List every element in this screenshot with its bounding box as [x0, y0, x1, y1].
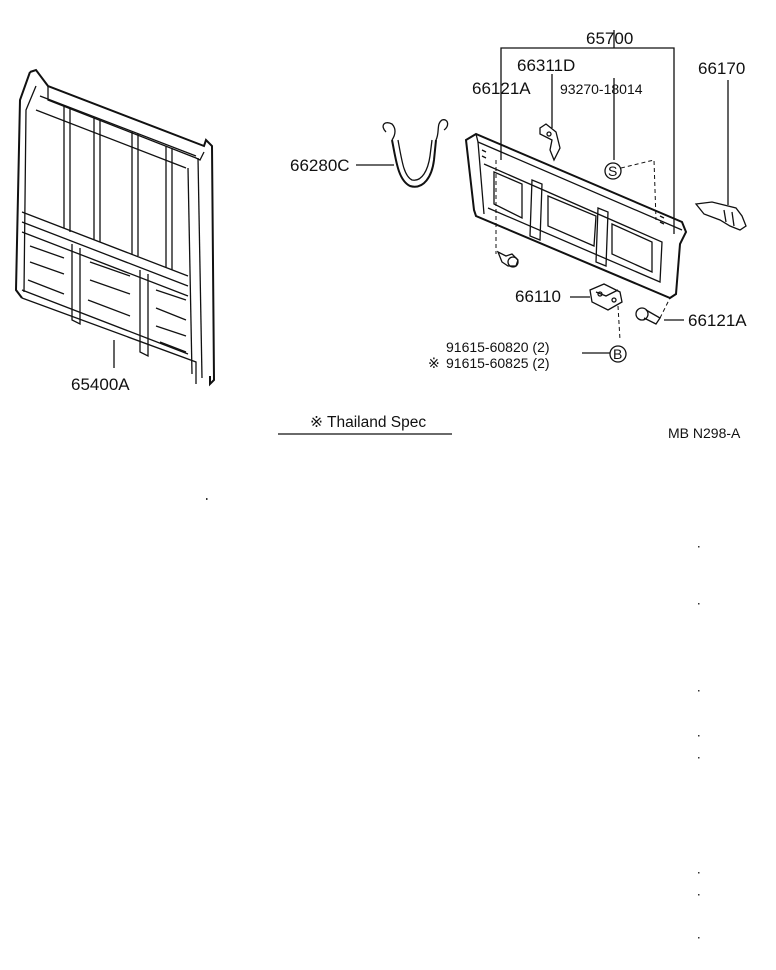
part-label-hook: 66311D	[517, 56, 575, 75]
part-label-bolt-std: 91615-60820 (2)	[446, 339, 550, 355]
part-label-bolt-thai: 91615-60825 (2)	[446, 355, 550, 371]
handle-drawing	[694, 201, 747, 231]
part-label-cable: 66280C	[290, 156, 350, 175]
part-label-bracket: 66110	[515, 287, 561, 306]
bolt-right-drawing	[635, 297, 684, 325]
marker-s: S	[604, 159, 657, 221]
part-label-tailgate: 65700	[586, 29, 633, 48]
marker-b: B	[609, 345, 627, 363]
tailgate-drawing	[464, 132, 688, 300]
svg-text:B: B	[613, 346, 622, 362]
hook-drawing	[539, 123, 561, 162]
tailgate-leader-bracket	[500, 30, 675, 234]
part-label-bolt-left: 66121A	[472, 79, 531, 98]
svg-text:S: S	[608, 163, 617, 179]
part-label-bolt-right: 66121A	[688, 311, 747, 330]
thailand-spec-note: ※ Thailand Spec	[310, 414, 426, 431]
scan-specks	[206, 498, 700, 939]
bolt-left-drawing	[495, 160, 519, 268]
part-label-handle: 66170	[698, 59, 745, 78]
cable-drawing	[356, 119, 449, 188]
diagram-code: MB N298-A	[668, 425, 741, 441]
part-label-rear-frame: 65400A	[71, 375, 130, 394]
part-label-screw: 93270-18014	[560, 81, 643, 97]
rear-frame-drawing	[14, 68, 216, 387]
bracket-drawing	[570, 283, 623, 341]
asterisk-marker: ※	[428, 355, 440, 371]
